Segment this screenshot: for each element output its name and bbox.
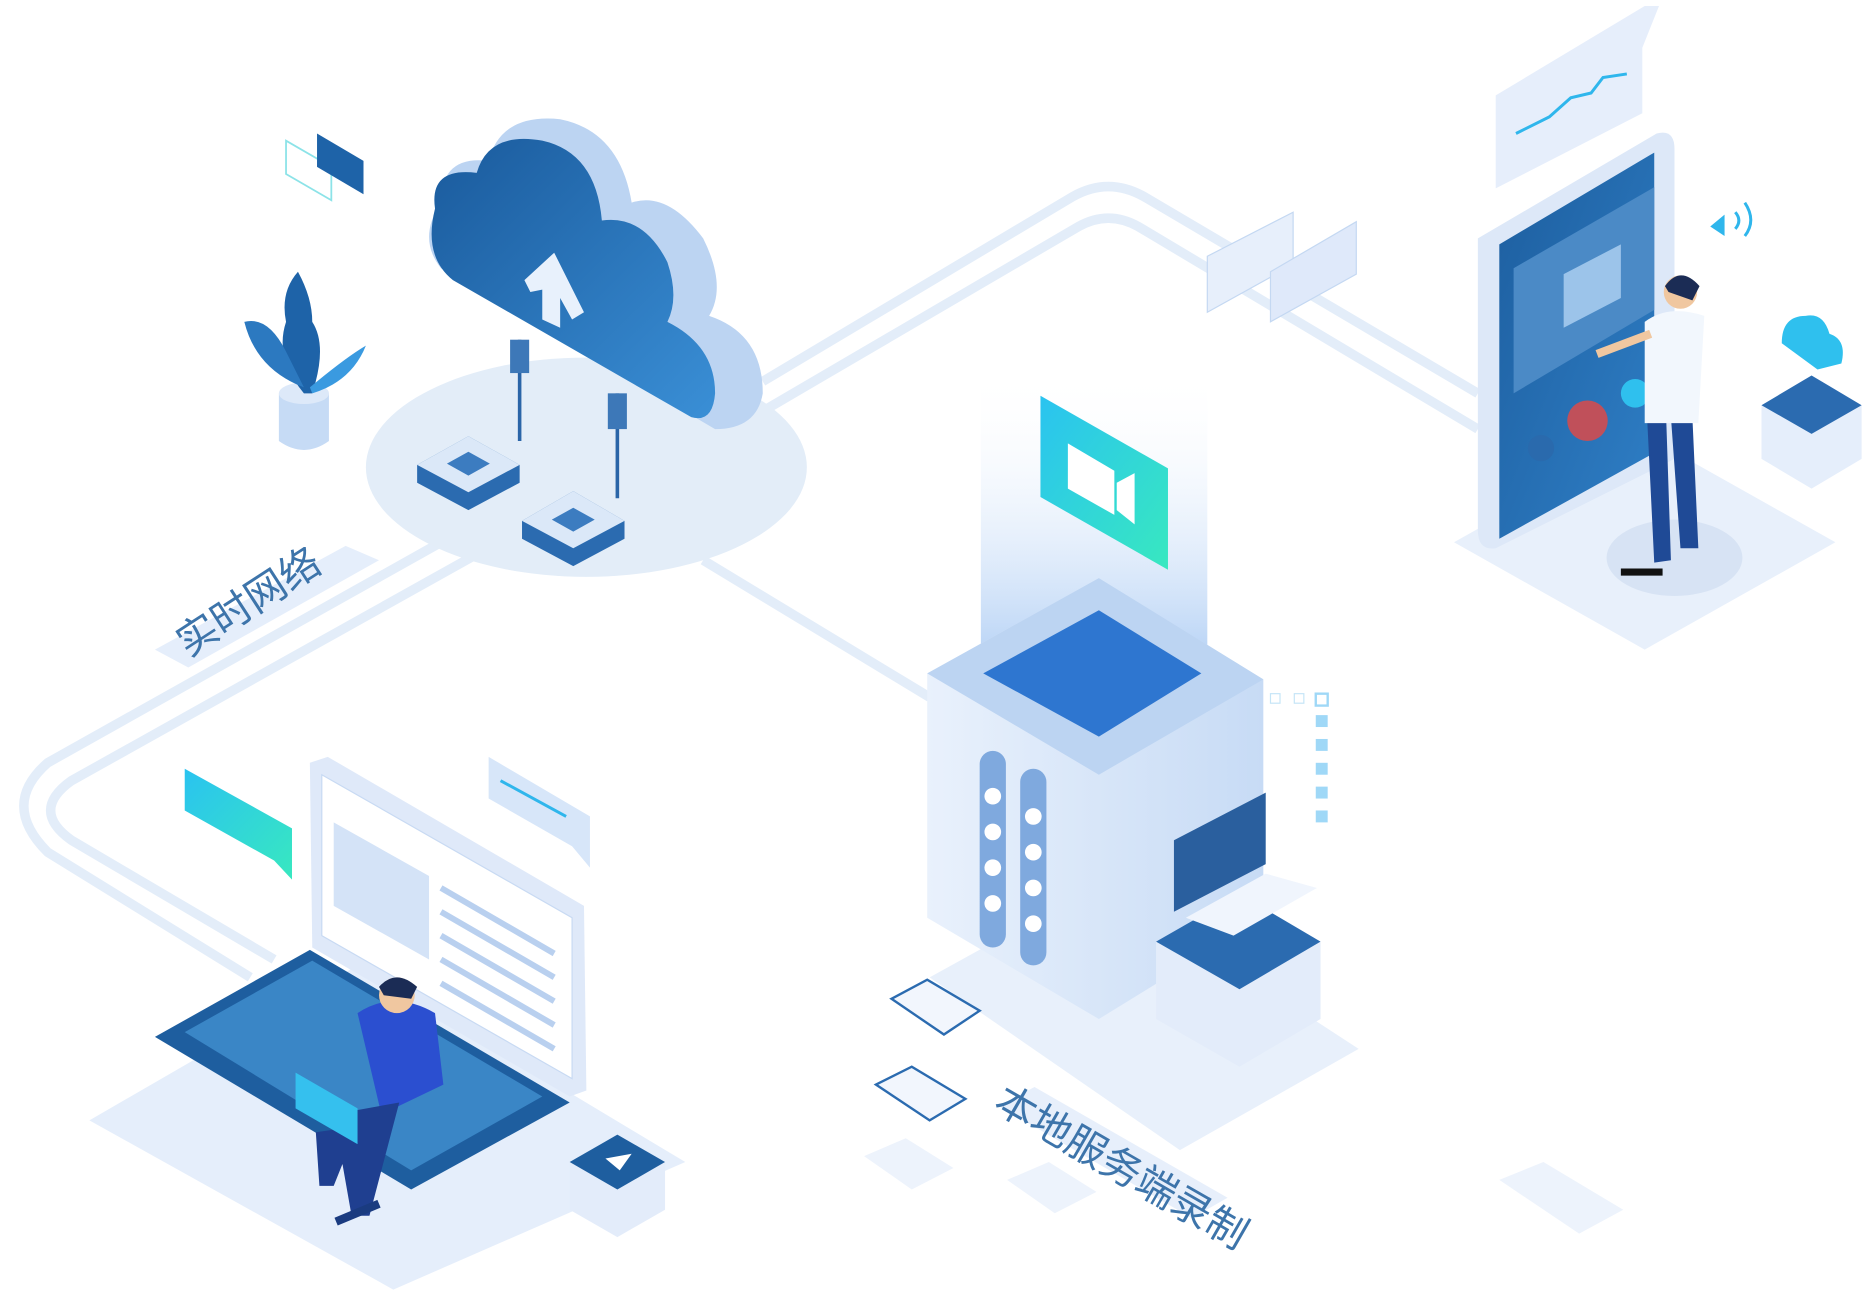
network-paths	[19, 181, 1481, 982]
cloud-upload-group	[365, 118, 807, 577]
audio-message-icon	[488, 756, 590, 868]
upload-arrow-icon	[524, 252, 584, 328]
router-device	[417, 436, 520, 511]
envelope-icons	[1206, 211, 1357, 323]
laptop-on-box	[1156, 792, 1321, 1067]
laptop-icon	[295, 1072, 358, 1145]
audio-wave-icon	[1515, 72, 1628, 135]
person-standing	[1595, 275, 1705, 576]
person-sitting	[295, 977, 444, 1226]
router-device	[522, 491, 625, 567]
chat-bubble-icon	[184, 768, 292, 880]
play-icon	[605, 1153, 632, 1171]
floating-cards	[285, 133, 364, 202]
speaker-icon	[1710, 214, 1725, 237]
laptop-user-group	[89, 756, 686, 1290]
mini-cloud-box	[1761, 315, 1862, 489]
realtime-network-label: 实时网络	[154, 538, 379, 668]
plant-icon	[244, 271, 366, 450]
local-server-group	[864, 369, 1624, 1234]
contact-avatar-icon	[1563, 244, 1621, 328]
server-rack-lights	[979, 750, 1047, 966]
cloud-icon	[1781, 315, 1843, 370]
status-squares	[1269, 692, 1329, 823]
cloud-icon	[431, 138, 716, 419]
hangup-button-icon	[1567, 400, 1608, 442]
video-call-group	[1454, 5, 1862, 650]
